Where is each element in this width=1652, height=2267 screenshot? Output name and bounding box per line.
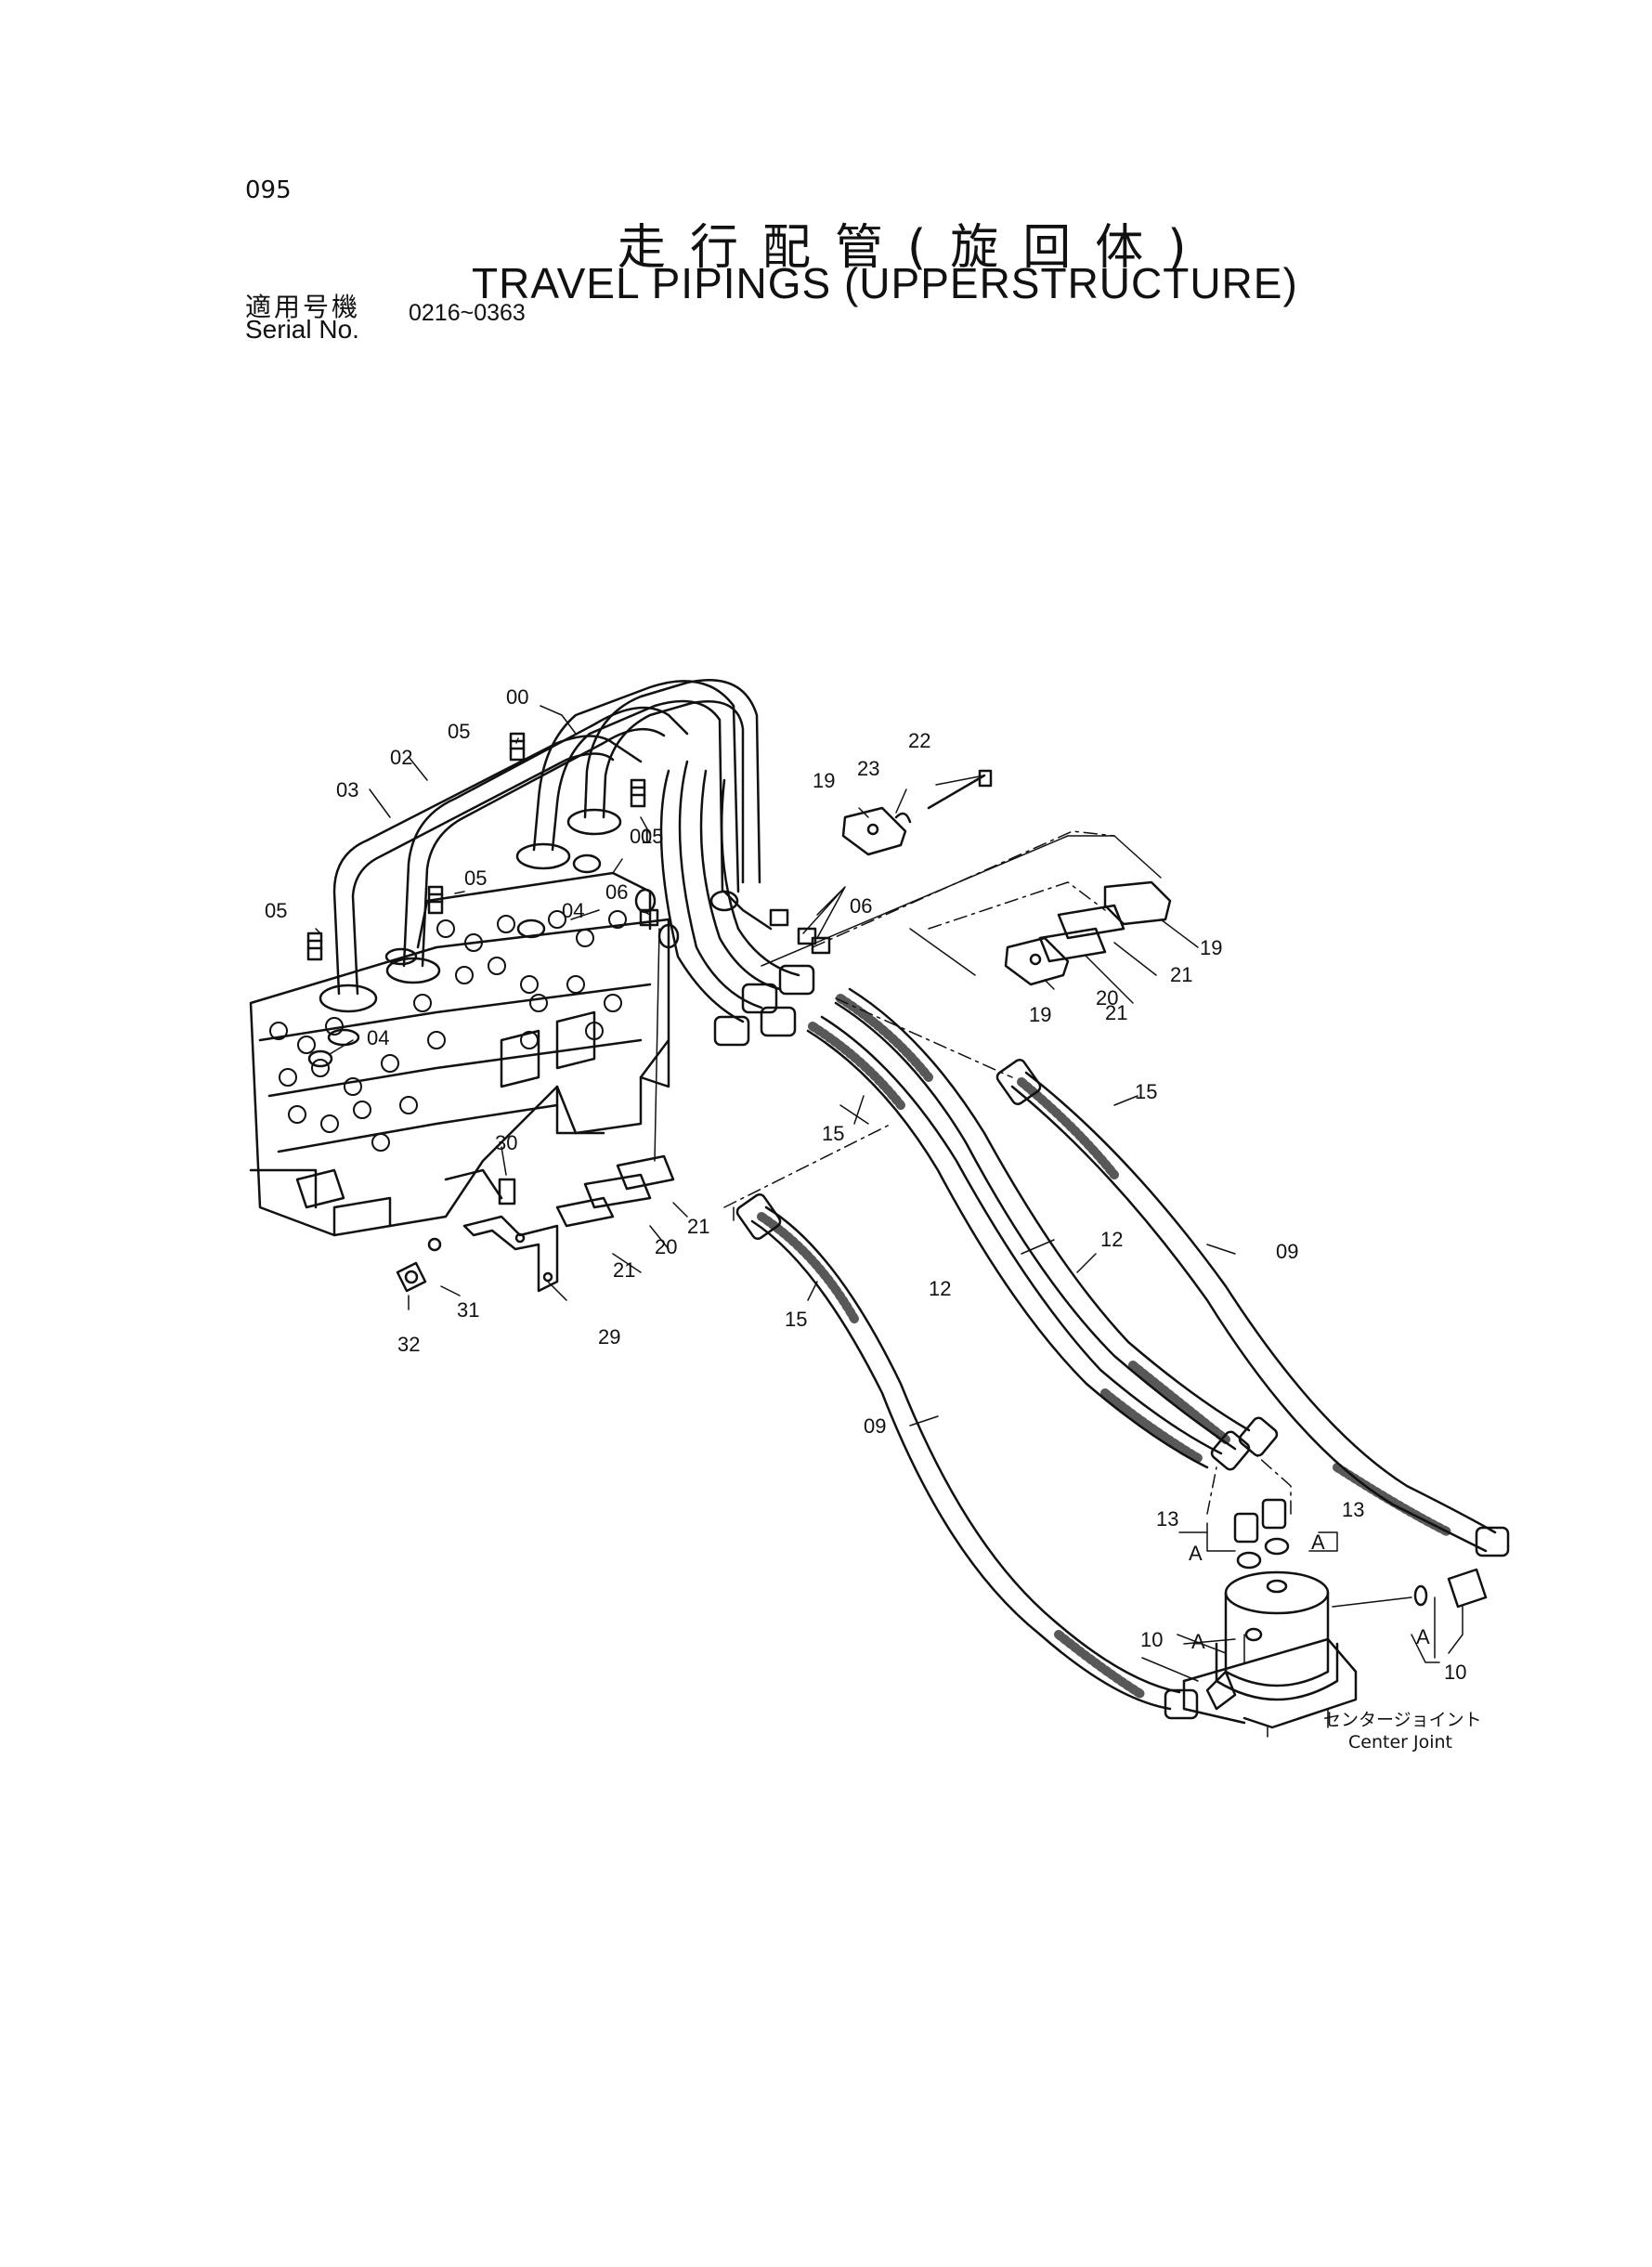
callout-12-left: 12	[929, 1277, 951, 1300]
center-joint	[1182, 1498, 1488, 1738]
callout-06-right: 06	[850, 894, 872, 918]
page-title-japanese: 走行配管(旋回体)	[618, 220, 1211, 276]
callout-23: 23	[857, 757, 879, 780]
clamp-19-upper	[841, 806, 907, 856]
callout-12-right: 12	[1100, 1228, 1123, 1251]
serial-label-english: Serial No.	[245, 315, 359, 344]
callout-05-top: 05	[448, 720, 470, 743]
callout-15-middle: 15	[822, 1122, 844, 1145]
page-title-english: TRAVEL PIPINGS (UPPERSTRUCTURE)	[472, 259, 1298, 307]
callout-13-right: 13	[1342, 1498, 1364, 1521]
callout-02: 02	[390, 746, 412, 769]
callout-A-center: A	[1191, 1630, 1205, 1653]
callout-labels: 00 01 02 03 04 04 05 05 05 05 06 06 09 0…	[265, 685, 1466, 1684]
callout-A-left: A	[1189, 1542, 1203, 1565]
steel-pipes	[319, 679, 761, 1013]
pilot-hoses	[659, 760, 815, 1047]
callout-19-bottom: 19	[1029, 1003, 1051, 1026]
callout-29: 29	[598, 1325, 620, 1348]
callout-32: 32	[397, 1333, 420, 1356]
callout-15-left: 15	[785, 1308, 807, 1331]
callout-06-left: 06	[605, 880, 628, 904]
clamp-bracket-29	[462, 1215, 559, 1293]
callout-19-right: 19	[1200, 936, 1222, 959]
callout-21-left-lower: 21	[613, 1258, 635, 1282]
serial-range: 0216~0363	[409, 300, 526, 326]
callout-10-right: 10	[1444, 1661, 1466, 1684]
callout-01: 01	[630, 825, 652, 848]
callout-09-right: 09	[1276, 1240, 1298, 1263]
page-number: 095	[245, 176, 292, 204]
callout-30: 30	[495, 1131, 517, 1154]
callout-A-far-right: A	[1416, 1625, 1430, 1648]
callout-04-lower: 04	[367, 1026, 389, 1049]
callout-19-top: 19	[813, 769, 835, 792]
callout-21-right-upper: 21	[1170, 963, 1192, 986]
callout-20-right: 20	[1096, 986, 1118, 1010]
callout-15-right: 15	[1135, 1080, 1157, 1103]
center-joint-label-japanese: センタージョイント	[1323, 1710, 1482, 1730]
callout-13-left: 13	[1156, 1507, 1178, 1531]
callout-21-left-upper: 21	[687, 1215, 709, 1238]
clamp-19-lower	[1004, 936, 1070, 986]
leader-lines	[315, 705, 1463, 1682]
callout-05-left: 05	[265, 899, 287, 922]
center-joint-label-english: Center Joint	[1348, 1732, 1452, 1752]
callout-03: 03	[336, 778, 358, 801]
serial-label-japanese: 適用号機	[245, 292, 361, 322]
callout-04-upper: 04	[562, 899, 584, 922]
callout-05-right: 05	[641, 825, 663, 848]
callout-20-left: 20	[655, 1235, 677, 1258]
callout-09-left: 09	[864, 1414, 886, 1438]
callout-21-right-lower: 21	[1105, 1001, 1127, 1024]
centerlines	[723, 830, 1292, 1515]
bolts	[306, 732, 646, 961]
callout-22: 22	[908, 729, 930, 752]
callout-31: 31	[457, 1298, 479, 1322]
control-valve-block	[249, 871, 670, 1237]
clamp-19-right	[1103, 880, 1172, 926]
travel-hoses	[735, 987, 1510, 1720]
callout-10-left: 10	[1140, 1628, 1163, 1651]
callout-05-middle: 05	[464, 866, 487, 890]
callout-A-right: A	[1311, 1531, 1325, 1554]
callout-00: 00	[506, 685, 528, 709]
